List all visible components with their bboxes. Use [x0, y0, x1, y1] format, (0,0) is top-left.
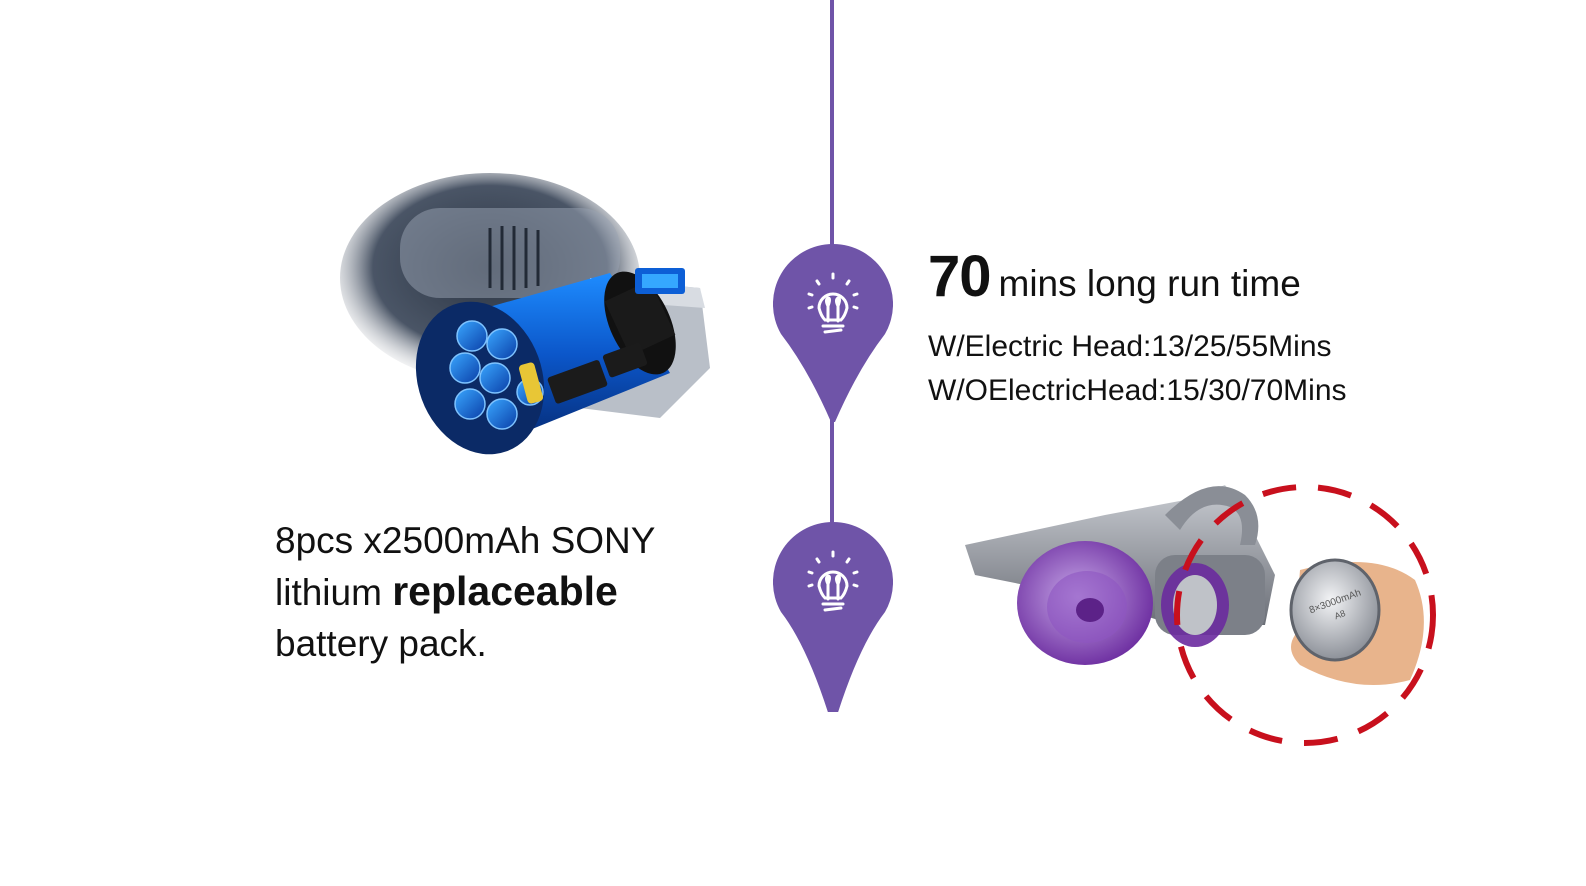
- location-pin-icon: [773, 522, 893, 712]
- lightbulb-icon: [807, 272, 859, 334]
- battery-description: 8pcs x2500mAh SONY lithium replaceable b…: [275, 515, 745, 669]
- battery-pack-image: [340, 173, 710, 455]
- battery-label-sub: A8: [1333, 608, 1347, 621]
- battery-line-3: battery pack.: [275, 623, 487, 664]
- battery-line-2-prefix: lithium: [275, 572, 393, 613]
- runtime-value: 70: [928, 244, 992, 309]
- battery-line-2: lithium replaceable: [275, 566, 745, 618]
- battery-line-2-bold: replaceable: [392, 568, 618, 614]
- runtime-unit-text: mins long run time: [998, 263, 1301, 304]
- spec-with-electric-head: W/Electric Head:13/25/55Mins: [928, 330, 1332, 363]
- vacuum-battery-image: 8×3000mAh A8: [965, 484, 1436, 746]
- battery-line-1: 8pcs x2500mAh SONY: [275, 520, 656, 561]
- location-pin-icon: [773, 244, 893, 422]
- spec-without-electric-head: W/OElectricHead:15/30/70Mins: [928, 374, 1347, 407]
- lightbulb-icon: [807, 550, 859, 612]
